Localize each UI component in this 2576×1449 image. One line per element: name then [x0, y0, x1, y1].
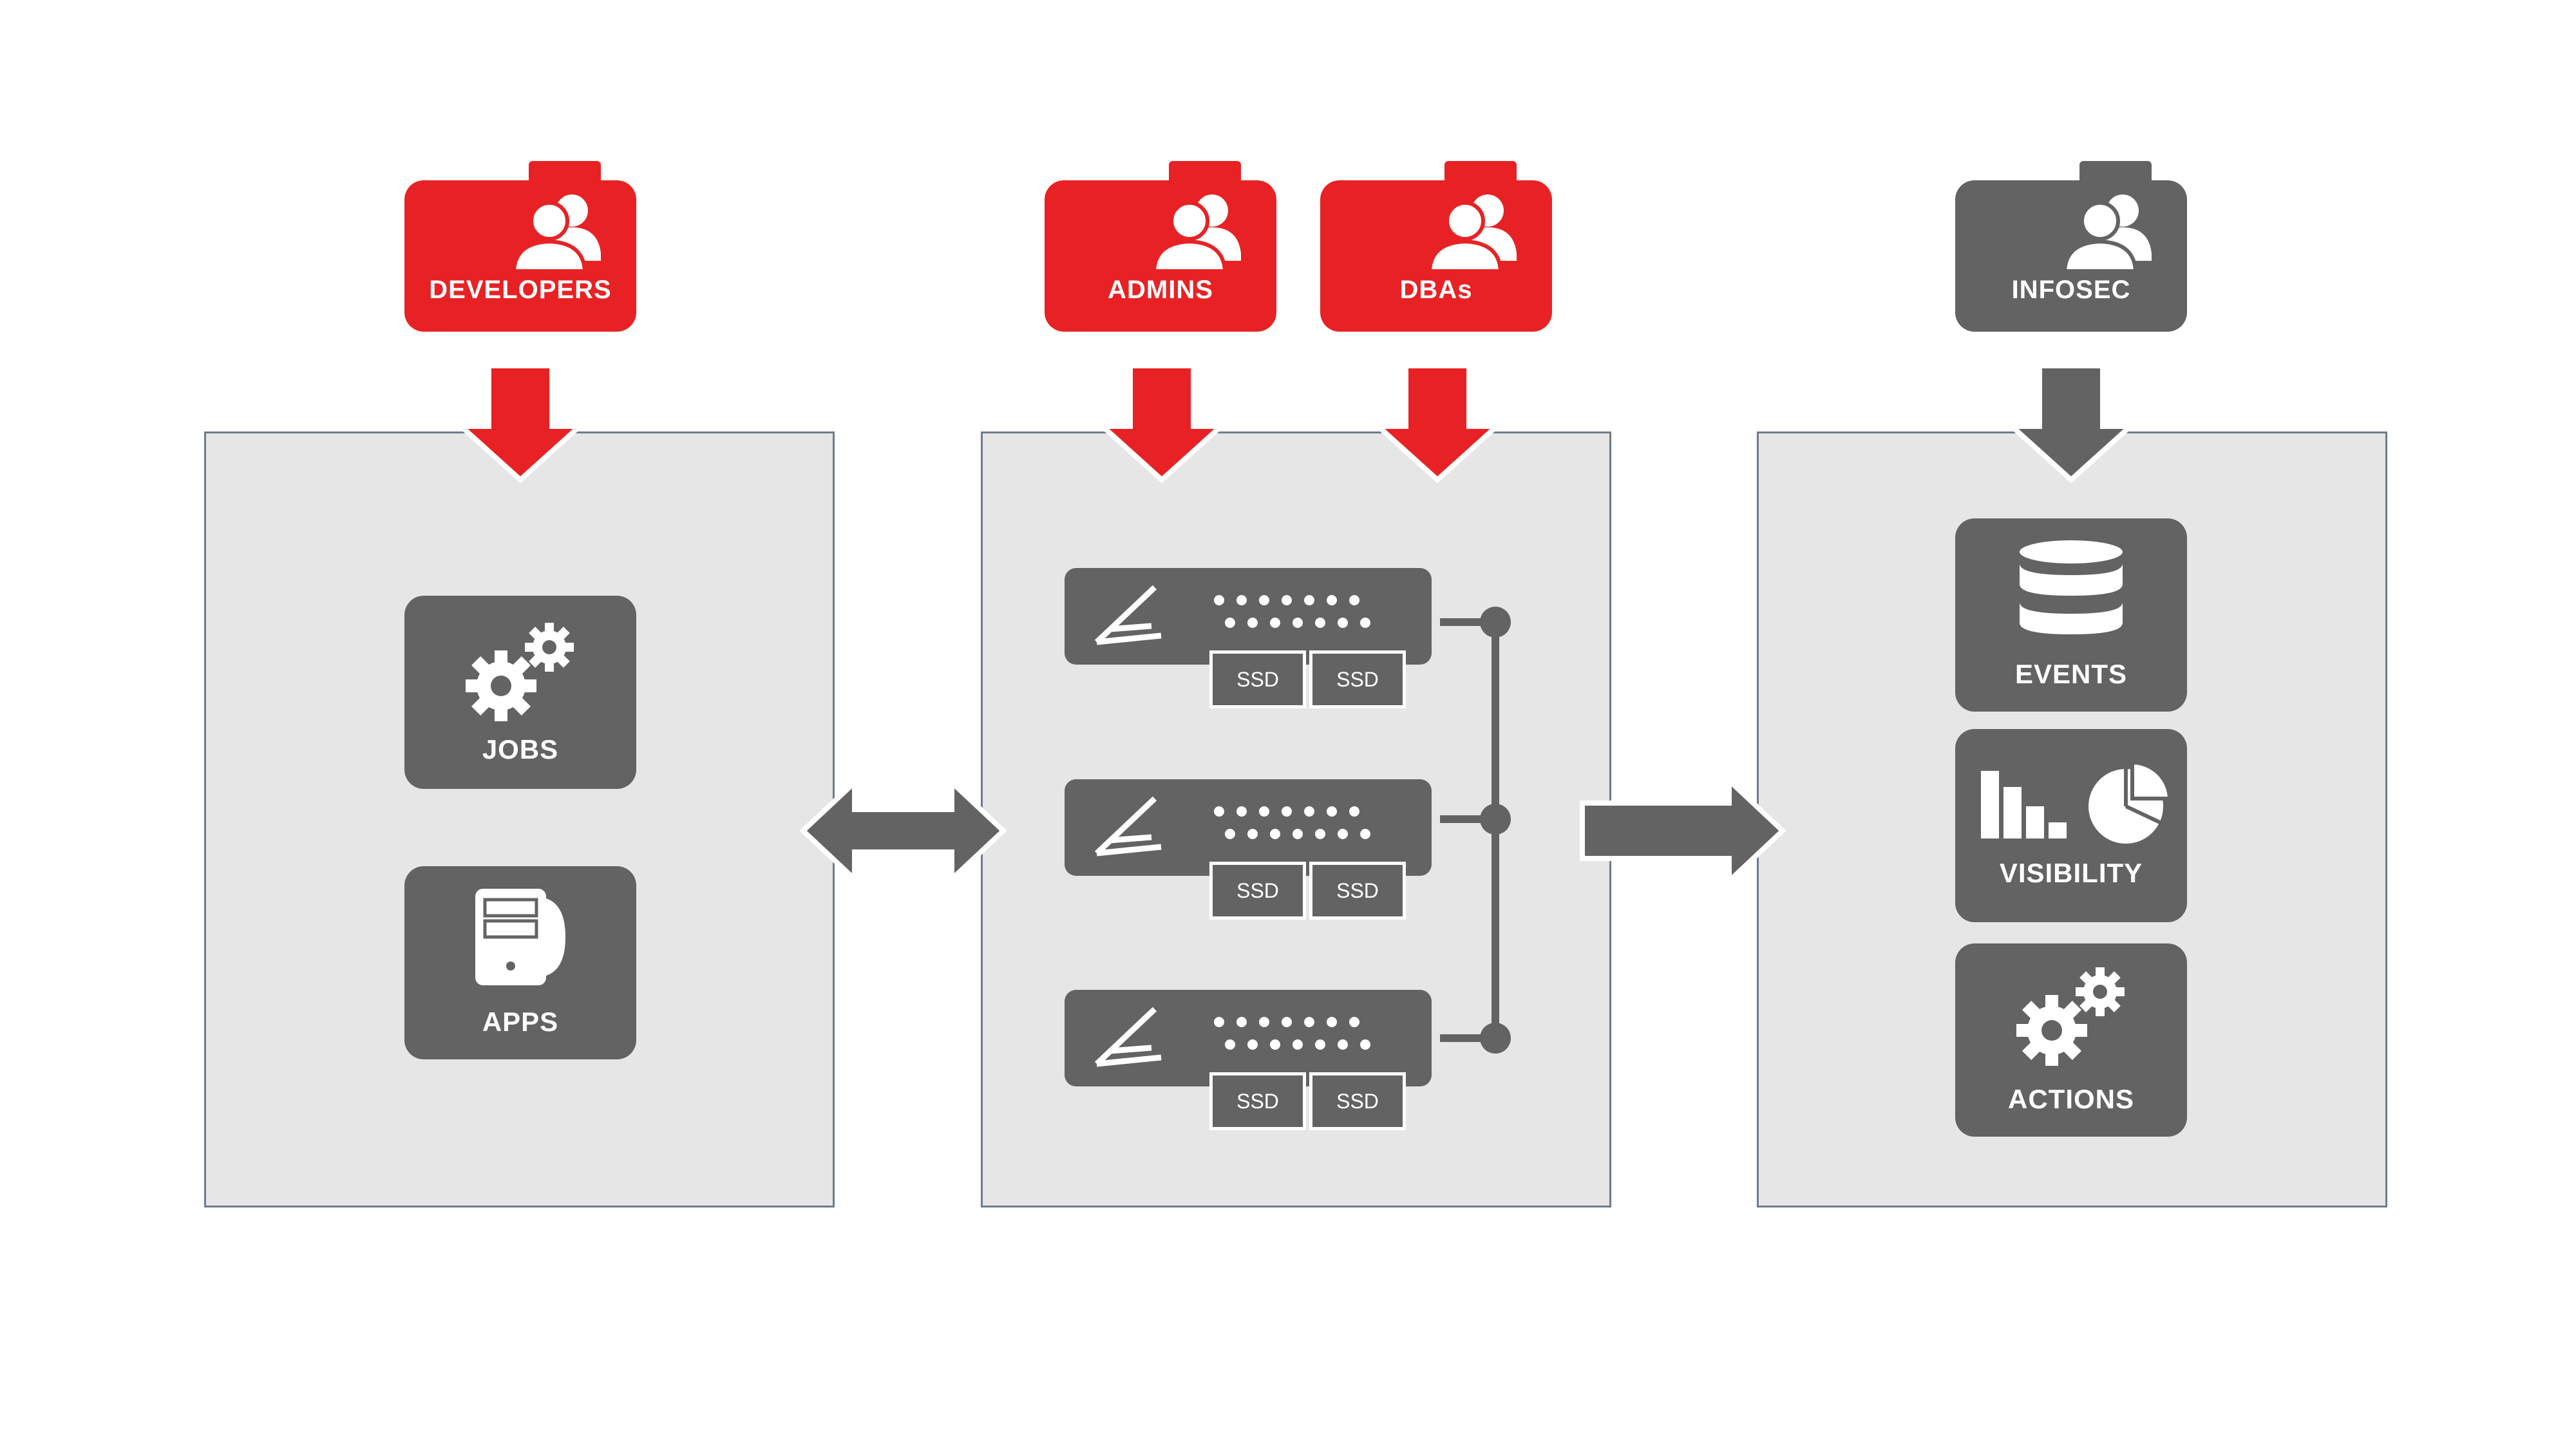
ssd-drive: SSD — [1309, 650, 1406, 708]
actions-tile: ACTIONS — [1955, 943, 2187, 1137]
server-logo-icon — [1094, 1007, 1162, 1067]
apps-tile: APPS — [404, 866, 636, 1059]
down-arrow-icon — [1371, 363, 1504, 484]
jobs-tile: JOBS — [404, 596, 636, 789]
led-dots — [1214, 806, 1370, 839]
right-arrow-icon — [1580, 774, 1786, 887]
people-icon — [1427, 194, 1517, 273]
server-logo-icon — [1094, 585, 1162, 645]
bar-chart-icon — [1981, 771, 2067, 838]
gears-icon — [466, 623, 574, 721]
ssd-drive: SSD — [1209, 1072, 1306, 1130]
team-developers: DEVELOPERS — [404, 161, 636, 332]
down-arrow-icon — [454, 363, 587, 484]
ssd-drive: SSD — [1209, 862, 1306, 920]
visibility-tile: VISIBILITY — [1955, 729, 2187, 922]
server-unit — [1065, 779, 1432, 876]
team-label: DEVELOPERS — [429, 276, 612, 304]
people-icon — [511, 194, 601, 273]
events-label: EVENTS — [2014, 659, 2128, 689]
computer-tower-icon — [475, 889, 565, 985]
team-label: DBAs — [1399, 276, 1473, 304]
team-label: ADMINS — [1108, 276, 1213, 304]
server-unit — [1065, 568, 1432, 665]
team-label: INFOSEC — [2011, 276, 2131, 304]
people-icon — [2062, 194, 2152, 273]
ssd-drive: SSD — [1309, 1072, 1406, 1130]
led-dots — [1214, 1017, 1370, 1050]
team-admins: ADMINS — [1045, 161, 1276, 332]
pie-chart-icon — [2088, 761, 2172, 844]
down-arrow-icon — [2005, 363, 2137, 484]
events-tile: EVENTS — [1955, 518, 2187, 712]
ssd-drive: SSD — [1209, 650, 1306, 708]
double-arrow-icon — [799, 776, 1007, 886]
database-icon — [2020, 540, 2123, 634]
led-dots — [1214, 595, 1370, 628]
team-dbas: DBAs — [1320, 161, 1552, 332]
people-icon — [1151, 194, 1241, 273]
jobs-label: JOBS — [482, 734, 559, 764]
server-unit — [1065, 990, 1432, 1086]
gears-icon — [2016, 967, 2125, 1066]
apps-label: APPS — [482, 1007, 559, 1037]
down-arrow-icon — [1095, 363, 1228, 484]
dev-panel — [204, 431, 835, 1208]
team-infosec: INFOSEC — [1955, 161, 2187, 332]
actions-label: ACTIONS — [2008, 1084, 2134, 1114]
server-logo-icon — [1094, 796, 1162, 857]
visibility-label: VISIBILITY — [1999, 858, 2143, 888]
ssd-drive: SSD — [1309, 862, 1406, 920]
